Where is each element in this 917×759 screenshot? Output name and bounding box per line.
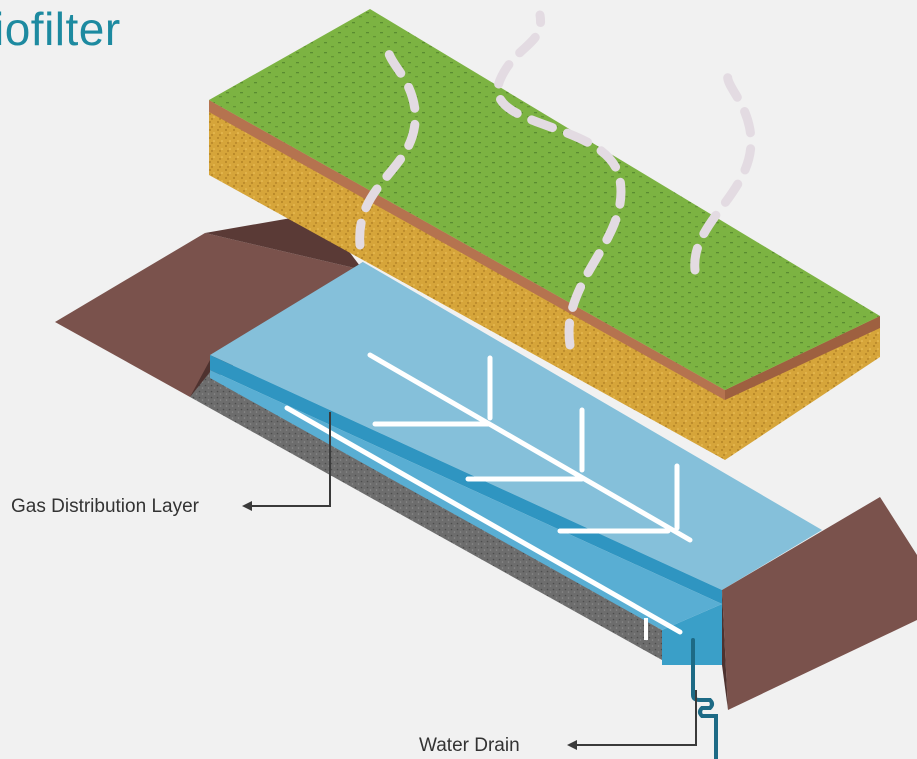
leader-lines [248, 412, 697, 746]
biofilter-media-block [209, 9, 880, 460]
water-drain-leader [574, 690, 697, 746]
compost-end [725, 316, 880, 460]
right-berm-inner [722, 590, 728, 710]
gas-layer-end-edge [662, 604, 722, 665]
gas-distribution-layer-label: Gas Distribution Layer [11, 496, 199, 517]
soil-band-side [209, 100, 725, 400]
drain-pipe-path [691, 638, 718, 759]
arrowheads [242, 501, 577, 750]
water-drain-pipe [691, 638, 718, 759]
gravel-base-top [190, 372, 662, 660]
soil-band-end [725, 316, 880, 400]
page-title: iofilter [0, 3, 121, 55]
right-berm-top [722, 497, 917, 590]
water-drain-arrowhead [567, 740, 577, 750]
gas-wisp-3 [690, 70, 756, 275]
gas-wisps [355, 10, 756, 350]
gas-layer-arrowhead [242, 501, 252, 511]
pipe-main [367, 352, 693, 543]
gravel-base [190, 372, 662, 660]
collector-pipe [284, 405, 683, 635]
gas-layer-top [210, 262, 822, 590]
compost-side [209, 100, 725, 460]
left-berm-face [55, 233, 363, 397]
gas-wisp-1 [355, 35, 420, 250]
water-drain-label: Water Drain [419, 735, 520, 756]
distribution-pipes [367, 352, 693, 543]
right-berm-face [722, 590, 917, 710]
gas-layer-leader [248, 412, 331, 507]
gas-wisp-2 [493, 10, 626, 350]
right-berm [722, 497, 917, 710]
grass-top [209, 9, 880, 390]
